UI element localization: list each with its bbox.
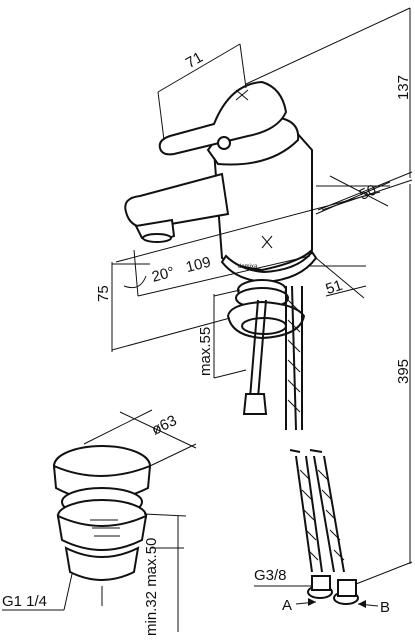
dim-waste-range: min.32 max.50	[143, 513, 187, 636]
dim-stud-max: max.55	[197, 289, 247, 379]
waste-assembly	[52, 445, 152, 606]
dim-base-diameter: 51	[310, 257, 367, 299]
dim-spout-reach: 109 20°	[115, 191, 381, 297]
brand-mark: damixa	[238, 264, 258, 270]
label-waste-range-text: min.32 max.50	[143, 538, 160, 636]
label-body-depth: 50	[357, 181, 379, 203]
label-spout-angle: 20°	[150, 264, 176, 286]
dim-total-height: 137	[245, 7, 413, 211]
dim-handle-width: 71	[157, 43, 247, 141]
dim-waste-thread: G1 1/4	[2, 573, 73, 611]
label-spout-reach: 109	[184, 254, 212, 277]
label-waste-thread: G1 1/4	[2, 593, 47, 610]
label-hose-length: 395	[395, 359, 412, 384]
flexible-hoses	[285, 285, 359, 605]
dim-body-depth: 50	[315, 175, 391, 215]
label-handle-width: 71	[183, 49, 206, 72]
label-waste-diameter: ø63	[149, 412, 180, 439]
label-hose-a: A	[282, 597, 292, 614]
label-waste-range: min.32 max.50	[143, 538, 160, 636]
dim-spout-height: 75	[95, 262, 231, 352]
label-base-diameter: 51	[324, 277, 345, 298]
label-hose-thread: G3/8	[254, 567, 287, 584]
hose-connectors: G3/8 A B	[254, 567, 390, 616]
dim-hose-length: 395	[321, 179, 413, 585]
label-hose-b: B	[380, 599, 390, 616]
label-stud-max: max.55	[197, 327, 214, 376]
faucet-body: damixa	[124, 80, 318, 284]
label-total-height: 137	[395, 75, 412, 100]
label-spout-height: 75	[95, 285, 112, 302]
